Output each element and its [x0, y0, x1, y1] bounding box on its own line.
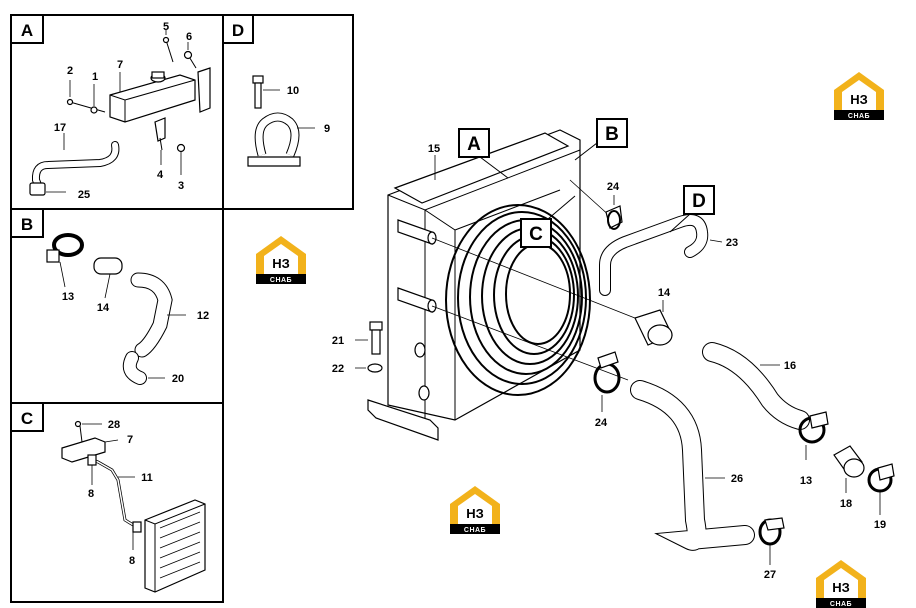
callout-c: C — [520, 195, 576, 248]
part-number-label: 26 — [731, 473, 743, 485]
part-number-label: 15 — [428, 143, 440, 155]
part-number-label: 9 — [324, 123, 330, 135]
svg-text:НЗ: НЗ — [850, 92, 868, 107]
panel-a-letter: A — [21, 21, 33, 40]
svg-text:C: C — [529, 224, 543, 245]
part-number-label: 5 — [163, 21, 169, 33]
part-number-label: 17 — [54, 122, 66, 134]
panel-b-letter: B — [21, 215, 33, 234]
reservoir-tank — [109, 74, 196, 123]
part-number-label: 4 — [157, 169, 164, 181]
part-number-label: 24 — [595, 417, 608, 429]
mounting-bracket — [197, 67, 211, 113]
part-number-label: 25 — [78, 189, 90, 201]
part-number-label: 3 — [178, 180, 184, 192]
part-number-label: 7 — [117, 59, 123, 71]
part-number-label: 10 — [287, 85, 299, 97]
part-number-label: 13 — [62, 291, 74, 303]
svg-text:D: D — [692, 191, 706, 212]
callout-b: B — [574, 118, 628, 161]
part-number-label: 23 — [726, 237, 738, 249]
part-number-label: 16 — [784, 360, 796, 372]
part-number-label: 6 — [186, 31, 192, 43]
part-number-label: 8 — [88, 488, 94, 500]
panel-c-letter: C — [21, 409, 33, 428]
svg-text:НЗ: НЗ — [466, 506, 484, 521]
panel-b: B 13 14 12 20 — [10, 208, 224, 404]
part-number-label: 13 — [800, 475, 812, 487]
part-number-label: 28 — [108, 419, 120, 431]
svg-text:B: B — [605, 124, 619, 145]
part-number-label: 1 — [92, 71, 98, 83]
panel-d: D 10 9 — [222, 14, 354, 210]
part-number-label: 22 — [332, 363, 344, 375]
callout-a: A — [458, 128, 509, 179]
part-number-label: 19 — [874, 519, 886, 531]
part-number-label: 12 — [197, 310, 209, 322]
watermark-logo: НЗ СНАБ — [256, 236, 306, 284]
watermark-logo: НЗ СНАБ — [450, 486, 500, 534]
watermark-logo: НЗ СНАБ — [816, 560, 866, 608]
part-number-label: 14 — [658, 287, 671, 299]
svg-text:СНАБ: СНАБ — [830, 601, 852, 608]
callout-d: D — [669, 185, 715, 233]
svg-text:СНАБ: СНАБ — [848, 113, 870, 120]
svg-text:A: A — [467, 134, 481, 155]
part-number-label: 27 — [764, 569, 776, 581]
panel-d-letter: D — [232, 21, 244, 40]
part-number-label: 21 — [332, 335, 344, 347]
watermark-logo: НЗ СНАБ — [834, 72, 884, 120]
part-number-label: 18 — [840, 498, 852, 510]
part-number-label: 8 — [129, 555, 135, 567]
hose-clamp — [29, 182, 46, 196]
svg-text:НЗ: НЗ — [272, 256, 290, 271]
small-cooler — [144, 499, 206, 593]
part-number-label: 7 — [127, 434, 133, 446]
part-number-label: 14 — [97, 302, 110, 314]
svg-text:СНАБ: СНАБ — [270, 277, 292, 284]
part-number-label: 24 — [607, 181, 620, 193]
svg-text:НЗ: НЗ — [832, 580, 850, 595]
panel-c: C 28 7 11 8 8 — [10, 402, 224, 603]
part-number-label: 20 — [172, 373, 184, 385]
radiator-assembly — [355, 129, 895, 565]
hose-sleeve — [93, 257, 123, 275]
panel-a: A 5 6 2 1 7 17 4 3 25 — [10, 14, 224, 210]
part-number-label: 2 — [67, 65, 73, 77]
pipe-clip — [247, 156, 301, 167]
svg-text:СНАБ: СНАБ — [464, 527, 486, 534]
part-number-label: 11 — [141, 472, 153, 484]
